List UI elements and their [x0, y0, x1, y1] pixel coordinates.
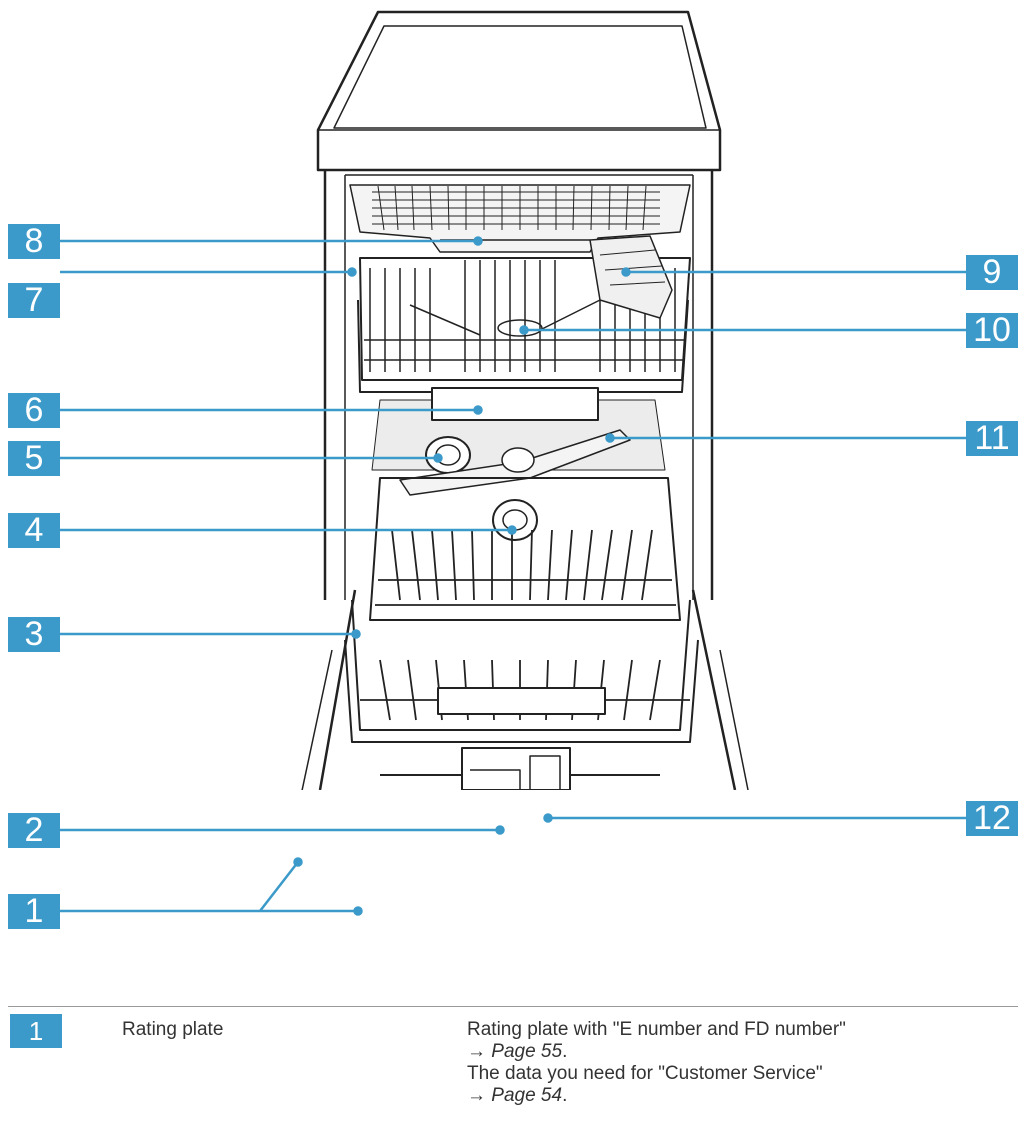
callout-2: 2 — [8, 813, 60, 848]
page-link-54[interactable]: Page 54 — [491, 1085, 563, 1106]
callout-12: 12 — [966, 801, 1018, 836]
table-top-rule — [8, 1006, 1018, 1007]
callout-4: 4 — [8, 513, 60, 548]
row-description: Rating plate with "E number and FD numbe… — [467, 1019, 1007, 1107]
callout-10: 10 — [966, 313, 1018, 348]
callout-8: 8 — [8, 224, 60, 259]
callout-9: 9 — [966, 255, 1018, 290]
desc-line-2: → Page 55. — [467, 1041, 1007, 1063]
callout-11: 11 — [966, 421, 1018, 456]
callout-5: 5 — [8, 441, 60, 476]
arrow-icon: → — [467, 1041, 486, 1062]
callout-7: 7 — [8, 283, 60, 318]
row-number-badge: 1 — [10, 1014, 62, 1048]
dishwasher-diagram — [301, 10, 749, 790]
desc-line-3: The data you need for "Customer Service" — [467, 1063, 823, 1084]
page-link-55[interactable]: Page 55 — [491, 1041, 563, 1062]
punctuation: . — [562, 1085, 568, 1106]
desc-line-4: → Page 54. — [467, 1085, 1007, 1107]
punctuation: . — [562, 1041, 568, 1062]
row-name: Rating plate — [122, 1019, 224, 1040]
arrow-icon: → — [467, 1085, 486, 1106]
callout-3: 3 — [8, 617, 60, 652]
desc-line-1: Rating plate with "E number and FD numbe… — [467, 1019, 846, 1040]
callout-6: 6 — [8, 393, 60, 428]
callout-1: 1 — [8, 894, 60, 929]
